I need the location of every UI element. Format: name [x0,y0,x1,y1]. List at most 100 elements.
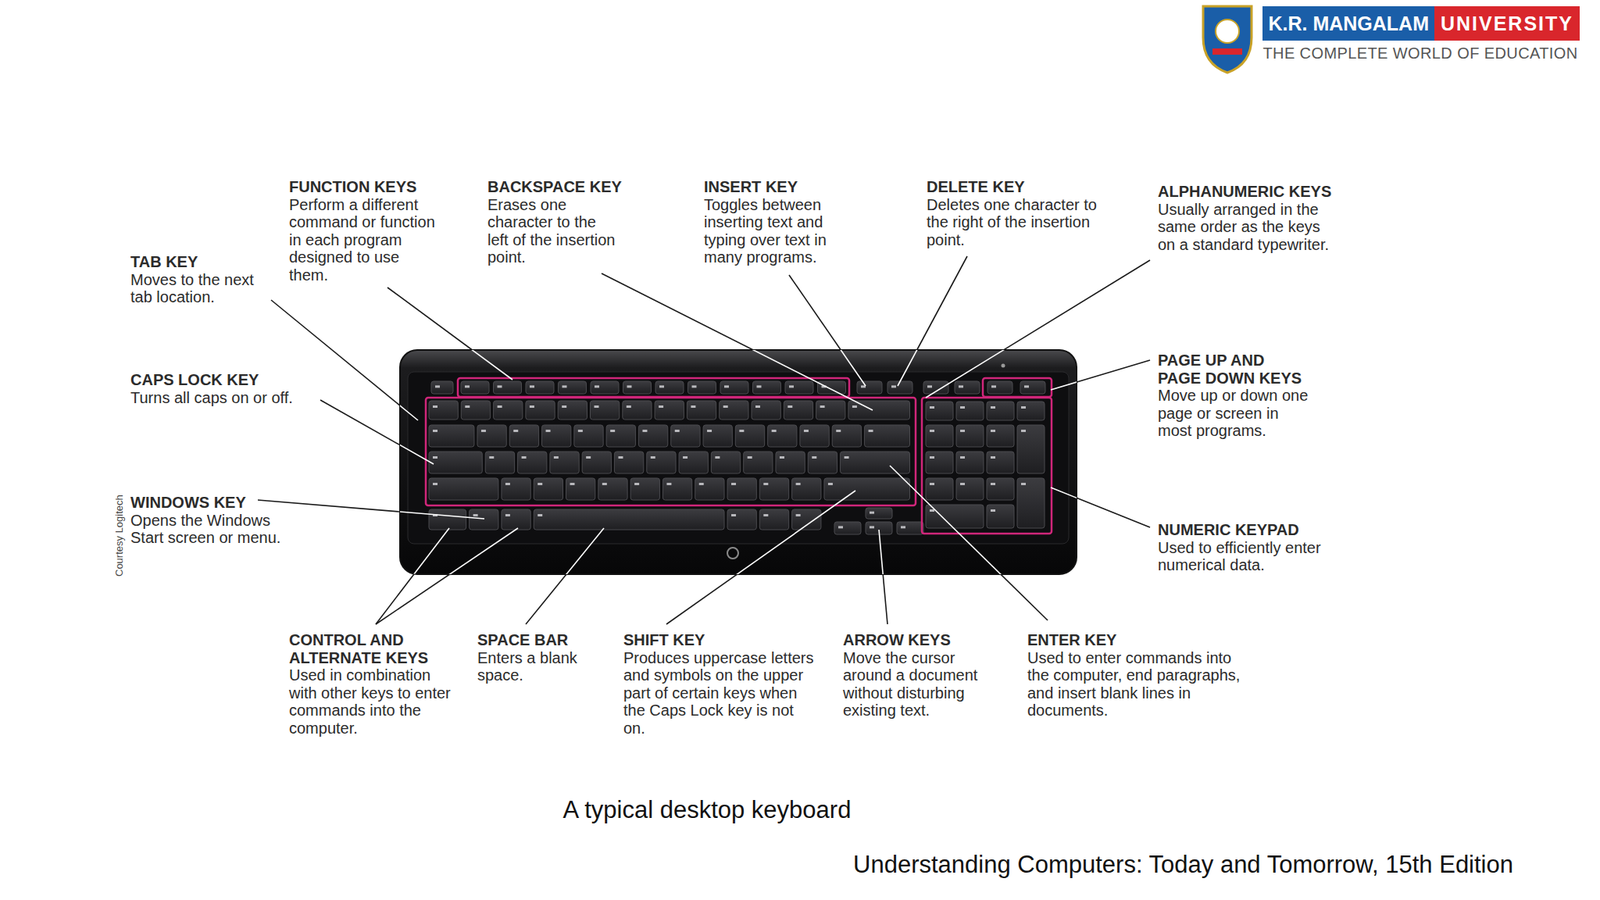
callout-text: Erases one character to the left of the … [487,196,617,267]
key-legend-mark [1021,406,1026,409]
key [557,400,587,420]
key-cap [428,451,483,474]
key [590,381,619,394]
callout-text: Enters a blank space. [477,649,595,685]
key-legend-mark [990,429,996,433]
key-cap [807,451,837,474]
key-cap [638,425,668,447]
key-cap [509,425,539,447]
alphanumeric-outline [425,397,916,506]
key-cap [753,381,782,394]
key [646,451,676,474]
callout-heading: FUNCTION KEYS [289,178,493,197]
key-legend-mark [585,456,591,459]
key-legend-mark [546,429,551,433]
key-cap [469,509,499,530]
key-legend-mark [844,456,850,459]
logo-banner: K.R. MANGALAMUNIVERSITY [1262,6,1580,41]
key-cap [925,504,984,529]
key-legend-mark [1021,482,1026,486]
callout: WINDOWS KEYOpens the Windows Start scree… [130,493,303,547]
key-legend-mark [828,482,833,486]
key [638,425,668,447]
key-cap [720,381,749,394]
key-legend-mark [960,482,965,486]
callout: ARROW KEYSMove the cursor around a docum… [842,631,1000,720]
key-cap [743,451,773,474]
leader-lines-on-keyboard [400,350,1077,575]
key-legend-mark [666,482,672,486]
key-legend-mark [755,405,761,408]
callout: CONTROL AND ALTERNATE KEYSUsed in combin… [289,631,458,737]
callout: ENTER KEYUsed to enter commands into the… [1027,631,1254,720]
key [925,504,984,529]
key-legend-mark [692,385,697,388]
key [695,478,725,500]
key [727,478,757,500]
key-legend-mark [1021,429,1026,433]
key-legend-mark [617,456,623,459]
key-cap [428,478,499,500]
key-cap [678,451,708,474]
key [817,381,847,394]
key-cap [566,478,596,500]
key [655,381,684,394]
page-keys-outline [982,378,1052,397]
key [1017,478,1045,529]
callout: DELETE KEYDeletes one character to the r… [926,178,1103,249]
key-legend-mark [537,514,543,517]
key [598,478,628,500]
key-cap [800,425,829,447]
key [986,425,1015,447]
key [751,400,781,420]
leader-line [400,528,518,575]
key [956,478,984,500]
callout-text: Move up or down one page or screen in mo… [1157,386,1311,440]
key-legend-mark [489,456,494,459]
key-legend-mark [537,482,543,486]
key-legend-mark [929,482,935,486]
key-cap [550,451,579,474]
highlight-outlines [425,378,1052,534]
leader-line [666,490,856,575]
key [767,425,797,447]
key-cap [646,451,676,474]
key-legend-mark [731,514,736,517]
key-legend-mark [594,405,600,408]
key [703,425,733,447]
key-cap [785,381,814,394]
key [469,509,499,530]
key-legend-mark [927,385,933,388]
key [925,401,954,421]
key-cap [623,381,652,394]
key-legend-mark [990,456,996,459]
callout-heading: ENTER KEY [1027,631,1254,650]
key-legend-mark [960,456,965,459]
key-cap [614,451,643,474]
university-logo: K.R. MANGALAMUNIVERSITYTHE COMPLETE WORL… [1262,6,1580,64]
callout: BACKSPACE KEYErases one character to the… [487,178,652,267]
key-legend-mark [497,385,503,388]
key-legend-mark [869,525,875,529]
key [428,425,475,447]
key-legend-mark [659,385,665,388]
key [460,381,490,394]
key-cap [954,381,980,394]
key-legend-mark [610,429,615,433]
key-legend-mark [731,482,736,486]
key-legend-mark [675,429,680,433]
key-legend-mark [505,514,511,517]
callout-text: Move the cursor around a document withou… [842,649,1000,720]
key-legend-mark [464,385,470,388]
caption: A typical desktop keyboard [563,795,852,825]
key [783,400,813,420]
key-legend-mark [513,429,518,433]
key-cap [783,400,813,420]
leader-line [601,273,873,411]
key [710,451,740,474]
keys [428,381,1046,535]
key-cap [816,400,846,420]
key [533,509,725,530]
key-legend-mark [757,385,762,388]
